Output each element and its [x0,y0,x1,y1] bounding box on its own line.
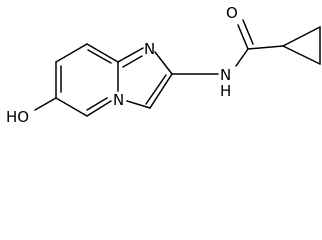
double-bond-c7b-n1-inner [122,55,143,68]
bond-c7a-c7b [86,43,119,63]
bond-n4-c5b [86,100,112,117]
bond-cp1-cp2 [282,26,321,47]
bond-c6a-c7a [55,43,88,63]
bond-c3-n4 [126,100,151,109]
double-bond-inner-bottom [86,97,108,111]
bond-carbonyl-cyclopropyl [247,45,284,50]
amide-hydrogen-label: H [220,82,231,100]
bridgehead-nitrogen-label: N [113,91,124,109]
cyclopropane-ring-bonds [282,26,321,65]
atom-labels: HO N N N H O [6,4,238,126]
bond-carbonyl-co [237,24,249,50]
chemical-structure-diagram: HO N N N H O [6,4,321,126]
bond-c5b-c5a [55,97,88,117]
double-bond-inner-top [87,49,112,64]
amide-nitrogen-label: N [220,66,231,84]
bond-c2-c3 [149,73,173,109]
substituent-bonds [34,19,284,111]
bond-cp3-cp1 [282,45,321,65]
hydroxyl-label: HO [6,108,29,126]
bond-nh-carbonyl-c [235,48,249,67]
imidazole-ring-bonds [117,47,173,109]
double-bond-c2-c3-inner [145,74,167,105]
imidazole-nitrogen-label: N [144,40,155,58]
bond-c7b-n1 [117,47,144,63]
bond-c5a-o-hydroxyl [34,97,57,111]
double-bond-carbonyl-co [242,19,254,45]
pyridine-ring-bonds [55,43,119,117]
carbonyl-oxygen-label: O [226,4,238,22]
bond-n1-c2 [154,51,173,75]
